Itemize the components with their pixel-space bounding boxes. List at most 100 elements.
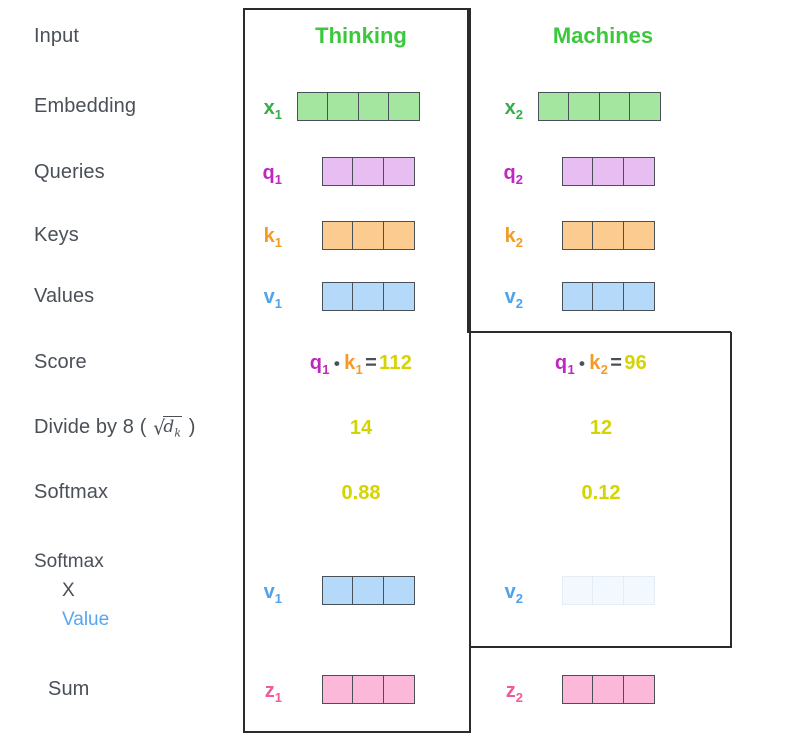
cell bbox=[352, 282, 385, 311]
score-expression-thinking: q1•k1=112 bbox=[278, 352, 444, 377]
row-label-keys: Keys bbox=[34, 224, 79, 246]
row-label-softmax-times-value: Softmax X Value bbox=[34, 547, 214, 634]
softmax-times-value-line-1: Softmax bbox=[34, 551, 104, 572]
vector-label-v2: v2 bbox=[504, 286, 523, 311]
score-value-machines: 96 bbox=[624, 352, 648, 374]
row-label-sum: Sum bbox=[48, 678, 90, 700]
score-value-thinking: 112 bbox=[379, 352, 413, 374]
row-label-divide-by-8: Divide by 8 ( √dk ) bbox=[34, 416, 196, 440]
weighted-value-cells-v1 bbox=[322, 576, 415, 605]
cell bbox=[622, 157, 655, 186]
radicand-subscript-k: k bbox=[174, 426, 182, 440]
sum-cells-z2 bbox=[562, 675, 655, 704]
score-expression-machines: q1•k2=96 bbox=[518, 352, 684, 377]
radical-sign: √ bbox=[153, 416, 166, 440]
cell bbox=[598, 92, 631, 121]
row-label-queries: Queries bbox=[34, 161, 105, 183]
cell bbox=[352, 221, 385, 250]
row-label-values: Values bbox=[34, 285, 95, 307]
divide-suffix-text: ) bbox=[188, 416, 196, 438]
vector-label-k2: k2 bbox=[504, 225, 523, 250]
weighted-value-label-v2: v2 bbox=[504, 581, 523, 606]
sqrt-dk-math: √dk bbox=[152, 416, 183, 440]
cell bbox=[382, 221, 415, 250]
dot-product-icon: • bbox=[333, 354, 341, 373]
vector-cells-q2 bbox=[562, 157, 655, 186]
divided-value-thinking: 14 bbox=[349, 417, 373, 439]
vector-label-q1: q1 bbox=[262, 162, 282, 187]
dot-product-icon: • bbox=[578, 354, 586, 373]
cell bbox=[322, 282, 354, 311]
equals-sign: = bbox=[610, 352, 623, 374]
vector-cells-k1 bbox=[322, 221, 415, 250]
cell bbox=[322, 221, 354, 250]
row-label-input: Input bbox=[34, 25, 79, 47]
cell bbox=[538, 92, 570, 121]
cell bbox=[357, 92, 390, 121]
vector-label-v1: v1 bbox=[263, 286, 282, 311]
cell bbox=[382, 282, 415, 311]
sum-label-z1: z1 bbox=[264, 680, 282, 705]
vector-cells-x2 bbox=[538, 92, 662, 121]
weighted-value-cells-v2 bbox=[562, 576, 655, 605]
softmax-times-value-line-3: Value bbox=[62, 609, 110, 630]
cell bbox=[388, 92, 421, 121]
vector-label-x1: x1 bbox=[263, 97, 282, 122]
radicand-d: d bbox=[163, 417, 175, 437]
cell bbox=[622, 282, 655, 311]
vector-cells-k2 bbox=[562, 221, 655, 250]
vector-label-x2: x2 bbox=[504, 97, 523, 122]
cell bbox=[562, 157, 594, 186]
softmax-times-value-line-2: X bbox=[62, 580, 75, 601]
divided-value-machines: 12 bbox=[589, 417, 613, 439]
row-label-score: Score bbox=[34, 351, 87, 373]
cell bbox=[592, 221, 625, 250]
cell bbox=[562, 282, 594, 311]
cell bbox=[382, 576, 415, 605]
softmax-value-thinking: 0.88 bbox=[341, 482, 381, 504]
cell bbox=[327, 92, 360, 121]
softmax-value-machines: 0.12 bbox=[581, 482, 621, 504]
cell bbox=[562, 221, 594, 250]
cell bbox=[592, 157, 625, 186]
cell bbox=[622, 576, 655, 605]
column-title-thinking: Thinking bbox=[315, 23, 407, 48]
cell bbox=[622, 221, 655, 250]
cell bbox=[352, 576, 385, 605]
row-label-softmax: Softmax bbox=[34, 481, 109, 503]
score-operand-q1: q1 bbox=[554, 352, 575, 377]
equals-sign: = bbox=[365, 352, 378, 374]
vector-cells-x1 bbox=[297, 92, 421, 121]
sum-cells-z1 bbox=[322, 675, 415, 704]
cell bbox=[629, 92, 662, 121]
row-label-embedding: Embedding bbox=[34, 95, 137, 117]
weighted-value-label-v1: v1 bbox=[263, 581, 282, 606]
cell bbox=[382, 157, 415, 186]
cell bbox=[322, 675, 354, 704]
cell bbox=[592, 282, 625, 311]
vector-cells-v2 bbox=[562, 282, 655, 311]
cell bbox=[297, 92, 329, 121]
vector-cells-q1 bbox=[322, 157, 415, 186]
cell bbox=[568, 92, 601, 121]
cell bbox=[622, 675, 655, 704]
vector-label-k1: k1 bbox=[263, 225, 282, 250]
cell bbox=[382, 675, 415, 704]
score-operand-k2: k2 bbox=[589, 352, 609, 377]
cell bbox=[562, 675, 594, 704]
cell bbox=[322, 157, 354, 186]
cell bbox=[562, 576, 594, 605]
sum-label-z2: z2 bbox=[505, 680, 523, 705]
score-operand-k1: k1 bbox=[344, 352, 364, 377]
cell bbox=[322, 576, 354, 605]
divide-prefix-text: Divide by 8 ( bbox=[34, 416, 147, 438]
score-operand-q1: q1 bbox=[309, 352, 330, 377]
vector-cells-v1 bbox=[322, 282, 415, 311]
cell bbox=[352, 675, 385, 704]
column-title-machines: Machines bbox=[552, 23, 654, 48]
cell bbox=[352, 157, 385, 186]
vector-label-q2: q2 bbox=[503, 162, 523, 187]
cell bbox=[592, 675, 625, 704]
cell bbox=[592, 576, 625, 605]
